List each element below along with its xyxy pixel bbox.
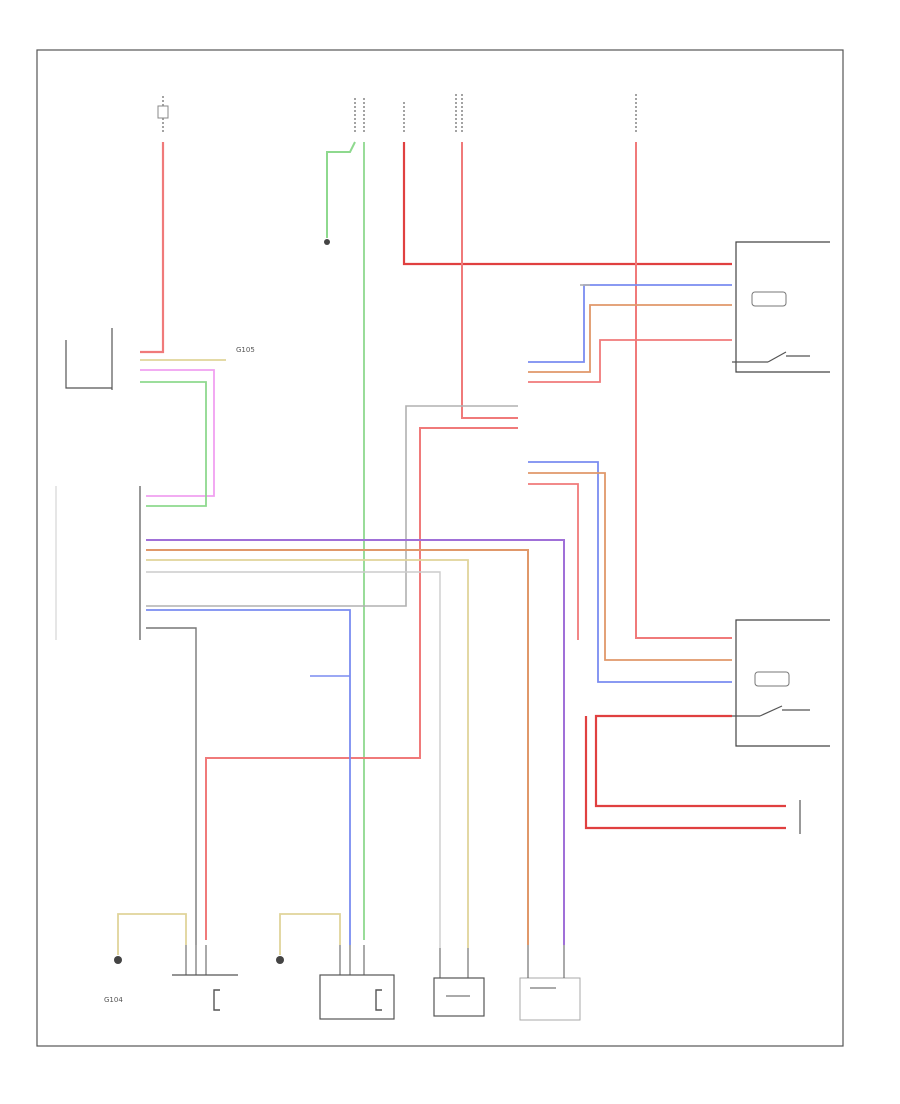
wire-red-relay1-pin4: [528, 339, 732, 383]
sensor-left: [172, 974, 238, 1011]
ground-label-left: G104: [104, 996, 123, 1004]
wire-green-ign-to-module: [140, 381, 207, 507]
fuse-1: [157, 96, 169, 132]
ground-left: [114, 956, 122, 964]
fuse-2: [354, 98, 365, 132]
wire-red-relay2-to-connector-b: [584, 716, 786, 830]
wire-orange-splice2-relay2: [528, 472, 732, 661]
control-module: [55, 486, 141, 640]
wire-orange-module-to-right-sensor: [146, 549, 529, 945]
wire-orange-relay1-pin3: [528, 304, 732, 373]
relay-1: [732, 241, 830, 373]
sensor-right: [519, 977, 581, 1021]
fuse-4: [455, 94, 463, 132]
diagram-frame: [36, 49, 844, 1047]
wire-yellow-ground-left: [117, 913, 187, 955]
wire-black-module-to-sensor: [146, 627, 197, 945]
wire-red-fuse4-to-splice: [461, 142, 518, 419]
ground-label-mid: G105: [236, 346, 255, 354]
wire-red-splice-to-sensor: [205, 427, 518, 940]
relay-2: [732, 619, 830, 747]
wire-blue-splice2-relay2: [528, 461, 732, 683]
wire-red-fuse3-to-relay1: [402, 142, 732, 266]
ground-mid: [276, 956, 284, 964]
wire-violet-module-to-right-sensor: [146, 539, 565, 945]
ignition-switch: [65, 328, 113, 390]
wire-red-relay2-to-connector-a: [594, 714, 786, 808]
pressure-switch: [433, 977, 485, 1017]
wire-pink-ign-to-module: [140, 369, 215, 497]
wire-red-fuse5-to-relay2: [635, 142, 732, 639]
wire-blue-module-to-pump: [146, 609, 351, 945]
connector-pins: [185, 945, 565, 978]
pump-motor: [319, 974, 395, 1020]
wire-red-fuse1-to-ignition-switch: [140, 142, 165, 354]
wire-yellow-module-to-switch: [146, 559, 469, 948]
wire-green-fuse2-to-ground: [326, 141, 356, 238]
wire-yellow-ground-mid: [279, 913, 341, 955]
wire-gray-module-thin: [146, 571, 441, 948]
ground-top: [324, 239, 330, 245]
wire-red-splice2-relay2: [528, 483, 579, 640]
wire-blue-relay1-pin2: [528, 284, 732, 363]
wire-gray-splice-to-module: [146, 405, 518, 607]
